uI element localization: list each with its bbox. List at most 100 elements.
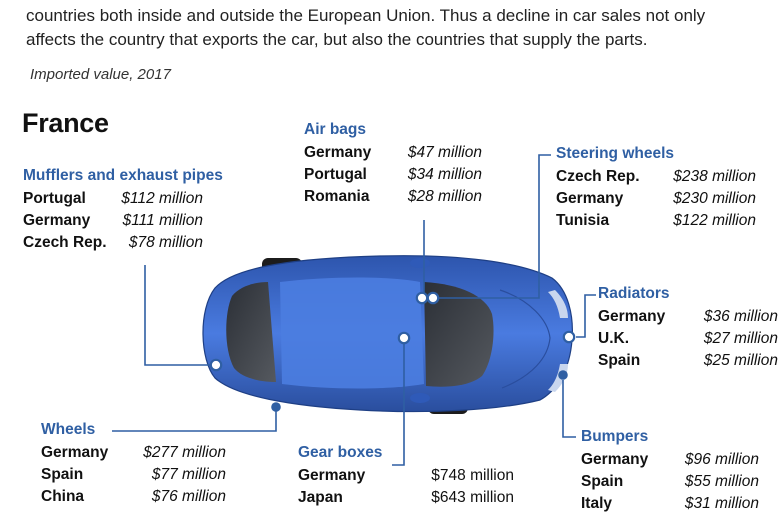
mufflers-row: Germany $111 million xyxy=(23,210,223,232)
import-value: $36 million xyxy=(703,308,778,325)
headlight-icon xyxy=(548,290,568,318)
rear-window xyxy=(226,282,276,382)
callout-solid-dots xyxy=(271,370,568,412)
supplier-country: Germany xyxy=(298,467,366,484)
supplier-country: Czech Rep. xyxy=(23,234,107,251)
supplier-country: Germany xyxy=(23,212,91,229)
steering-leader xyxy=(437,154,551,299)
wheels-row: China $76 million xyxy=(41,486,226,508)
wheels-dot xyxy=(271,402,281,412)
mufflers-row: Portugal $112 million xyxy=(23,188,223,210)
supplier-country: Spain xyxy=(598,352,641,369)
import-value: $78 million xyxy=(128,234,203,251)
supplier-country: Germany xyxy=(598,308,666,325)
supplier-country: U.K. xyxy=(598,330,629,347)
gearboxes-row: Japan $643 million xyxy=(298,487,514,509)
radiators-row: U.K. $27 million xyxy=(598,328,778,350)
import-value: $643 million xyxy=(431,489,514,506)
import-value: $238 million xyxy=(673,168,756,185)
wheels-row: Spain $77 million xyxy=(41,464,226,486)
import-value: $111 million xyxy=(122,212,203,229)
steering-group: Steering wheels Czech Rep. $238 million … xyxy=(556,145,756,232)
import-value: $122 million xyxy=(673,212,756,229)
bumpers-row: Spain $55 million xyxy=(581,471,759,493)
import-value: $230 million xyxy=(673,190,756,207)
radiators-leader xyxy=(576,294,596,338)
import-value: $27 million xyxy=(703,330,778,347)
mufflers-leader xyxy=(144,265,210,366)
import-value: $34 million xyxy=(407,166,482,183)
supplier-country: Italy xyxy=(581,495,613,512)
subtitle: Imported value, 2017 xyxy=(30,66,171,83)
mufflers-row: Czech Rep. $78 million xyxy=(23,232,223,254)
bumpers-row: Italy $31 million xyxy=(581,493,759,515)
radiators-title: Radiators xyxy=(598,285,670,302)
wheels-group: Wheels Germany $277 million Spain $77 mi… xyxy=(41,421,226,508)
steering-row: Germany $230 million xyxy=(556,188,756,210)
callout-dots xyxy=(209,291,576,372)
bumpers-row: Germany $96 million xyxy=(581,449,759,471)
airbags-row: Germany $47 million xyxy=(304,142,482,164)
intro-line-2: affects the country that exports the car… xyxy=(26,30,648,49)
supplier-country: Spain xyxy=(41,466,84,483)
leader-lines xyxy=(112,154,596,466)
gearboxes-leader xyxy=(392,344,405,466)
mufflers-group: Mufflers and exhaust pipes Portugal $112… xyxy=(23,167,223,254)
supplier-country: Tunisia xyxy=(556,212,610,229)
steering-row: Tunisia $122 million xyxy=(556,210,756,232)
supplier-country: Germany xyxy=(581,451,649,468)
radiators-row: Germany $36 million xyxy=(598,306,778,328)
supplier-country: Germany xyxy=(41,444,109,461)
gearboxes-row: Germany $748 million xyxy=(298,465,514,487)
mirror-icon xyxy=(410,393,430,403)
bumpers-title: Bumpers xyxy=(581,428,649,445)
import-value: $77 million xyxy=(151,466,226,483)
country-title: France xyxy=(22,108,109,138)
airbags-row: Romania $28 million xyxy=(304,186,482,208)
supplier-country: China xyxy=(41,488,85,505)
radiators-row: Spain $25 million xyxy=(598,350,778,372)
bumpers-dot xyxy=(558,370,568,380)
gearboxes-group: Gear boxes Germany $748 million Japan $6… xyxy=(298,444,514,509)
import-value: $47 million xyxy=(407,144,482,161)
airbags-dot xyxy=(415,291,429,305)
import-value: $277 million xyxy=(143,444,226,461)
supplier-country: Japan xyxy=(298,489,343,506)
airbags-row: Portugal $34 million xyxy=(304,164,482,186)
airbags-title: Air bags xyxy=(304,121,367,138)
steering-row: Czech Rep. $238 million xyxy=(556,166,756,188)
import-value: $76 million xyxy=(151,488,226,505)
mufflers-title: Mufflers and exhaust pipes xyxy=(23,167,223,184)
radiators-group: Radiators Germany $36 million U.K. $27 m… xyxy=(598,285,778,372)
intro-text: countries both inside and outside the Eu… xyxy=(26,4,784,52)
airbags-group: Air bags Germany $47 million Portugal $3… xyxy=(304,121,482,208)
import-value: $55 million xyxy=(684,473,759,490)
supplier-country: Portugal xyxy=(304,166,367,183)
wheels-row: Germany $277 million xyxy=(41,442,226,464)
gearbox-dot xyxy=(397,331,411,345)
car-roof xyxy=(280,277,424,389)
import-value: $28 million xyxy=(407,188,482,205)
import-value: $31 million xyxy=(684,495,759,512)
supplier-country: Spain xyxy=(581,473,624,490)
supplier-country: Germany xyxy=(304,144,372,161)
windshield xyxy=(424,282,494,387)
wheels-title: Wheels xyxy=(41,421,96,438)
intro-line-1: countries both inside and outside the Eu… xyxy=(26,6,706,25)
import-value: $748 million xyxy=(431,467,514,484)
bumpers-group: Bumpers Germany $96 million Spain $55 mi… xyxy=(581,428,759,515)
supplier-country: Czech Rep. xyxy=(556,168,640,185)
supplier-country: Romania xyxy=(304,188,370,205)
steering-title: Steering wheels xyxy=(556,145,675,162)
supplier-country: Germany xyxy=(556,190,624,207)
radiator-dot xyxy=(562,330,576,344)
import-value: $96 million xyxy=(684,451,759,468)
import-value: $25 million xyxy=(703,352,778,369)
wheels-leader xyxy=(112,410,277,432)
import-value: $112 million xyxy=(121,190,203,207)
supplier-country: Portugal xyxy=(23,190,86,207)
steering-dot xyxy=(426,291,440,305)
mirror-icon xyxy=(410,258,430,268)
car-illustration xyxy=(202,255,573,414)
